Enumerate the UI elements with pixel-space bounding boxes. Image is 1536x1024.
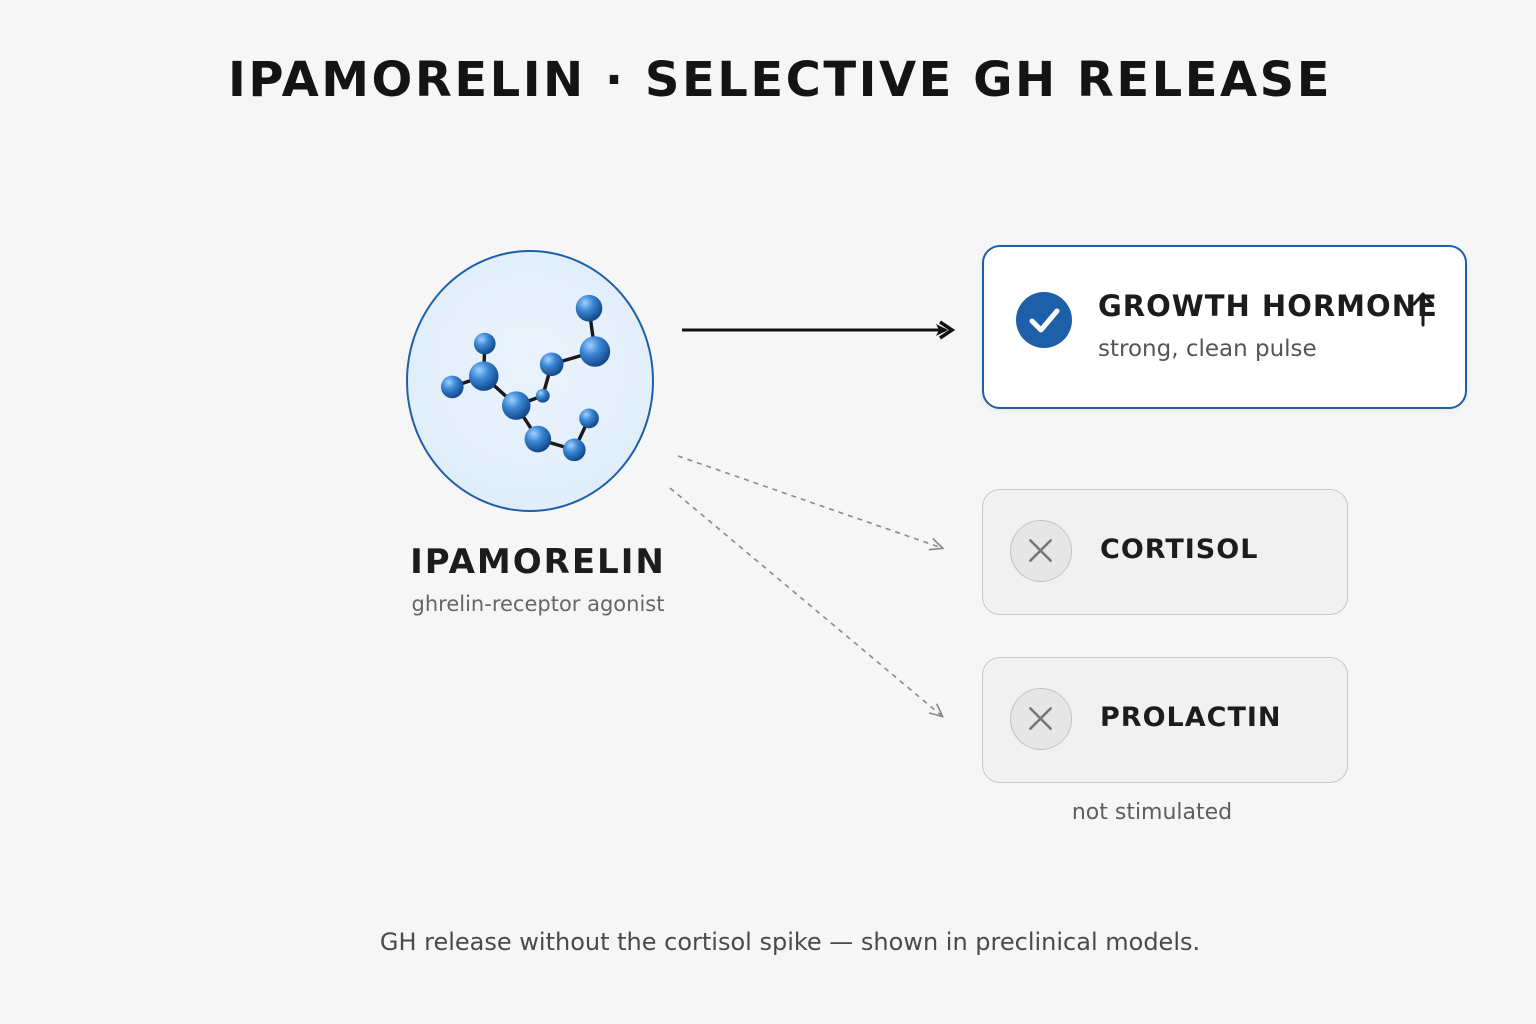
x-icon bbox=[1010, 688, 1072, 750]
prolactin-label: PROLACTIN bbox=[1100, 702, 1282, 733]
cortisol-dashed-arrow bbox=[677, 455, 942, 548]
arrow-up-icon bbox=[1408, 289, 1438, 329]
prolactin-card: PROLACTIN bbox=[982, 657, 1348, 783]
molecule-circle bbox=[406, 250, 654, 512]
cortisol-card: CORTISOL bbox=[982, 489, 1348, 615]
growth-hormone-card: GROWTH HORMONE strong, clean pulse bbox=[982, 245, 1467, 409]
page-title: IPAMORELIN · SELECTIVE GH RELEASE bbox=[228, 52, 1332, 108]
gh-arrow-head bbox=[939, 320, 956, 340]
growth-hormone-subtitle: strong, clean pulse bbox=[1098, 336, 1317, 362]
molecule-label: IPAMORELIN bbox=[410, 542, 666, 582]
molecule-subtitle: ghrelin-receptor agonist bbox=[411, 592, 665, 616]
growth-hormone-label: GROWTH HORMONE bbox=[1098, 289, 1438, 323]
check-icon bbox=[1016, 292, 1072, 348]
footer-caption: GH release without the cortisol spike — … bbox=[379, 928, 1201, 956]
cortisol-label: CORTISOL bbox=[1100, 534, 1259, 565]
x-icon bbox=[1010, 520, 1072, 582]
molecule-icon bbox=[440, 294, 611, 462]
not-stimulated-note: not stimulated bbox=[1071, 800, 1233, 825]
